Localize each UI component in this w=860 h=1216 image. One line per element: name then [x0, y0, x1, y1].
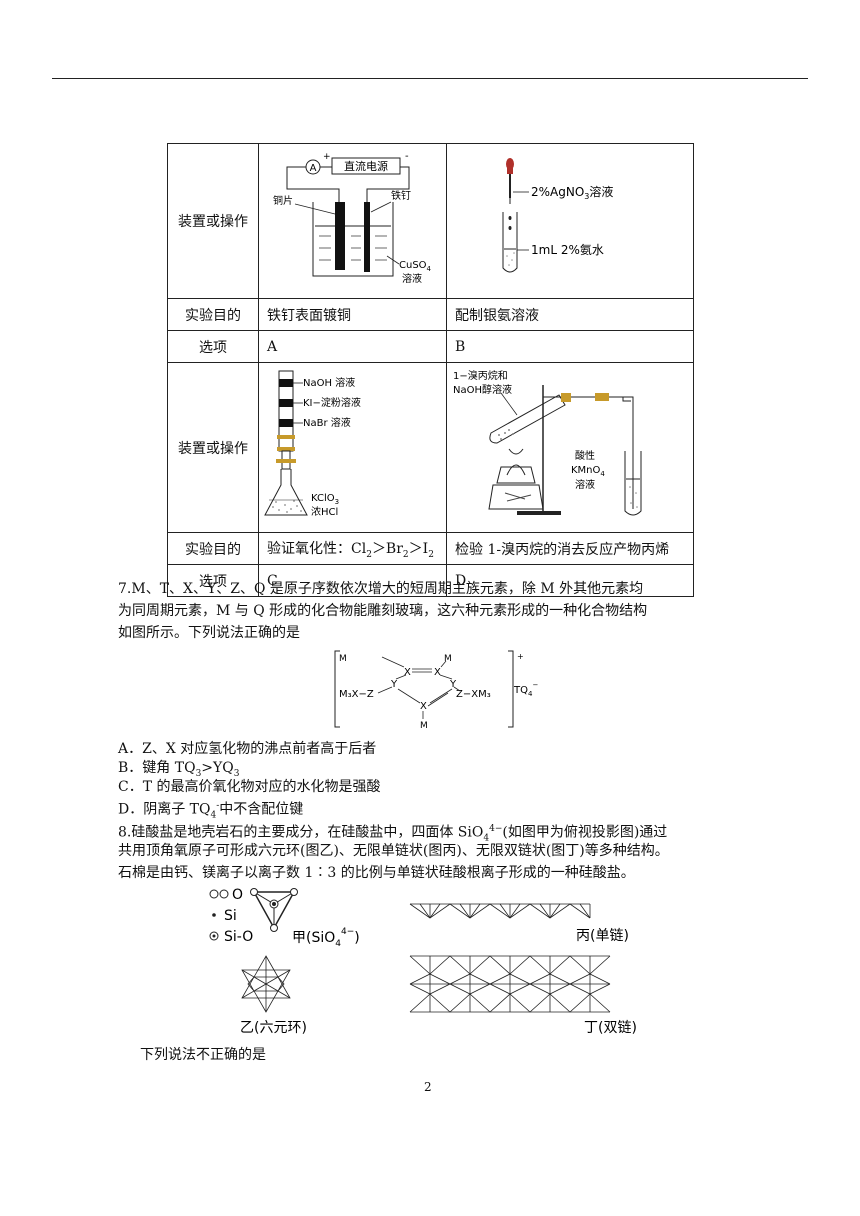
svg-text:KMnO4: KMnO4 — [571, 465, 605, 478]
option-d: D — [446, 564, 694, 597]
option-c: C — [258, 564, 447, 597]
svg-text:NaBr 溶液: NaBr 溶液 — [303, 416, 351, 429]
svg-text:X: X — [434, 667, 441, 678]
svg-text:M: M — [420, 721, 428, 731]
svg-text:M₃X−Z: M₃X−Z — [339, 689, 374, 700]
svg-text:TQ4−: TQ4− — [513, 681, 538, 698]
tetrahedron-jia — [250, 888, 298, 932]
silicate-figure: O Si Si-O 甲(SiO44−) 丙(单链) — [200, 882, 640, 1056]
q7-structure-figure: + TQ4− M M X X Y Y M₃X−Z Z−XM₃ X M — [334, 649, 554, 735]
row-label-device-1: 装置或操作 — [167, 143, 259, 299]
apparatus-d: 1−溴丙烷和 NaOH醇溶液 酸性 KMnO4 溶液 — [446, 362, 694, 533]
svg-text:甲(SiO44−): 甲(SiO44−) — [292, 927, 360, 949]
svg-text:溶液: 溶液 — [402, 272, 422, 285]
svg-text:1mL 2%氨水: 1mL 2%氨水 — [531, 243, 604, 257]
q8-question: 下列说法不正确的是 — [140, 1047, 266, 1063]
svg-text:X: X — [420, 701, 427, 712]
svg-text:NaOH醇溶液: NaOH醇溶液 — [453, 383, 512, 396]
svg-text:+: + — [323, 152, 331, 162]
apparatus-b: 2%AgNO3溶液 1mL 2%氨水 — [446, 143, 694, 299]
q7-option-c: C．T 的最高价氧化物对应的水化物是强酸 — [118, 779, 381, 795]
svg-text:Z−XM₃: Z−XM₃ — [456, 689, 491, 700]
experiment-table: 装置或操作 A + 直流电源 - — [167, 143, 694, 597]
row-label-device-2: 装置或操作 — [167, 362, 259, 533]
double-chain-ding — [409, 955, 611, 1013]
q7-option-a: A．Z、X 对应氢化物的沸点前者高于后者 — [118, 741, 377, 757]
option-a: A — [258, 330, 447, 363]
purpose-a: 铁钉表面镀铜 — [258, 298, 447, 331]
purpose-c: 验证氧化性：Cl2＞Br2＞I2 — [258, 532, 447, 565]
svg-text:1−溴丙烷和: 1−溴丙烷和 — [453, 369, 508, 382]
svg-text:乙(六元环): 乙(六元环) — [240, 1020, 307, 1036]
svg-text:直流电源: 直流电源 — [344, 159, 388, 173]
svg-text:KClO3: KClO3 — [311, 493, 339, 506]
row-label-purpose-1: 实验目的 — [167, 298, 259, 331]
svg-text:Y: Y — [390, 679, 398, 690]
purpose-b: 配制银氨溶液 — [446, 298, 694, 331]
svg-text:铁钉: 铁钉 — [391, 189, 411, 202]
row-label-option-2: 选项 — [167, 564, 259, 597]
page-number: 2 — [424, 1080, 432, 1094]
svg-text:NaOH 溶液: NaOH 溶液 — [303, 376, 355, 389]
svg-text:A: A — [310, 163, 317, 174]
q7-line-1: 7.M、T、X、Y、Z、Q 是原子序数依次增大的短周期主族元素，除 M 外其他元… — [118, 581, 644, 597]
q8-line-2: 共用顶角氧原子可形成六元环(图乙)、无限单链状(图丙)、无限双链状(图丁)等多种… — [118, 843, 669, 859]
svg-text:Y: Y — [449, 679, 457, 690]
svg-text:M: M — [444, 654, 452, 664]
svg-text:Si-O: Si-O — [224, 929, 253, 945]
option-b: B — [446, 330, 694, 363]
svg-text:酸性: 酸性 — [575, 449, 595, 462]
q8-line-3: 石棉是由钙、镁离子以离子数 1∶3 的比例与单链状硅酸根离子形成的一种硅酸盐。 — [118, 865, 635, 881]
svg-text:M: M — [339, 654, 347, 664]
svg-text:CuSO4: CuSO4 — [399, 260, 432, 273]
svg-text:O: O — [232, 887, 243, 903]
svg-text:浓HCl: 浓HCl — [311, 506, 338, 518]
q7-option-d: D．阴离子 TQ4-中不含配位键 — [118, 801, 304, 821]
q7-line-3: 如图所示。下列说法正确的是 — [118, 625, 300, 641]
purpose-d: 检验 1-溴丙烷的消去反应产物丙烯 — [446, 532, 694, 565]
svg-text:丁(双链): 丁(双链) — [584, 1020, 637, 1036]
six-ring-yi — [241, 955, 291, 1013]
row-label-option-1: 选项 — [167, 330, 259, 363]
q7-line-2: 为同周期元素，M 与 Q 形成的化合物能雕刻玻璃，这六种元素形成的一种化合物结构 — [118, 603, 648, 619]
svg-text:KI−淀粉溶液: KI−淀粉溶液 — [303, 396, 361, 409]
header-rule — [52, 78, 808, 79]
apparatus-c: NaOH 溶液 KI−淀粉溶液 NaBr 溶液 KClO3 浓HCl — [258, 362, 447, 533]
svg-text:+: + — [517, 652, 524, 661]
svg-text:溶液: 溶液 — [575, 478, 595, 491]
q7-option-b: B．键角 TQ3>YQ3 — [118, 760, 240, 779]
svg-text:丙(单链): 丙(单链) — [576, 928, 629, 944]
row-label-purpose-2: 实验目的 — [167, 532, 259, 565]
svg-text:-: - — [405, 151, 409, 162]
single-chain-bing — [409, 903, 591, 919]
svg-text:Si: Si — [224, 908, 237, 924]
svg-text:2%AgNO3溶液: 2%AgNO3溶液 — [531, 184, 613, 201]
svg-text:X: X — [404, 667, 411, 678]
q8-line-1: 8.硅酸盐是地壳岩石的主要成分，在硅酸盐中，四面体 SiO44−(如图甲为俯视投… — [118, 824, 668, 844]
svg-text:铜片: 铜片 — [273, 194, 293, 207]
apparatus-a: A + 直流电源 - 铜片 铁钉 — [258, 143, 447, 299]
